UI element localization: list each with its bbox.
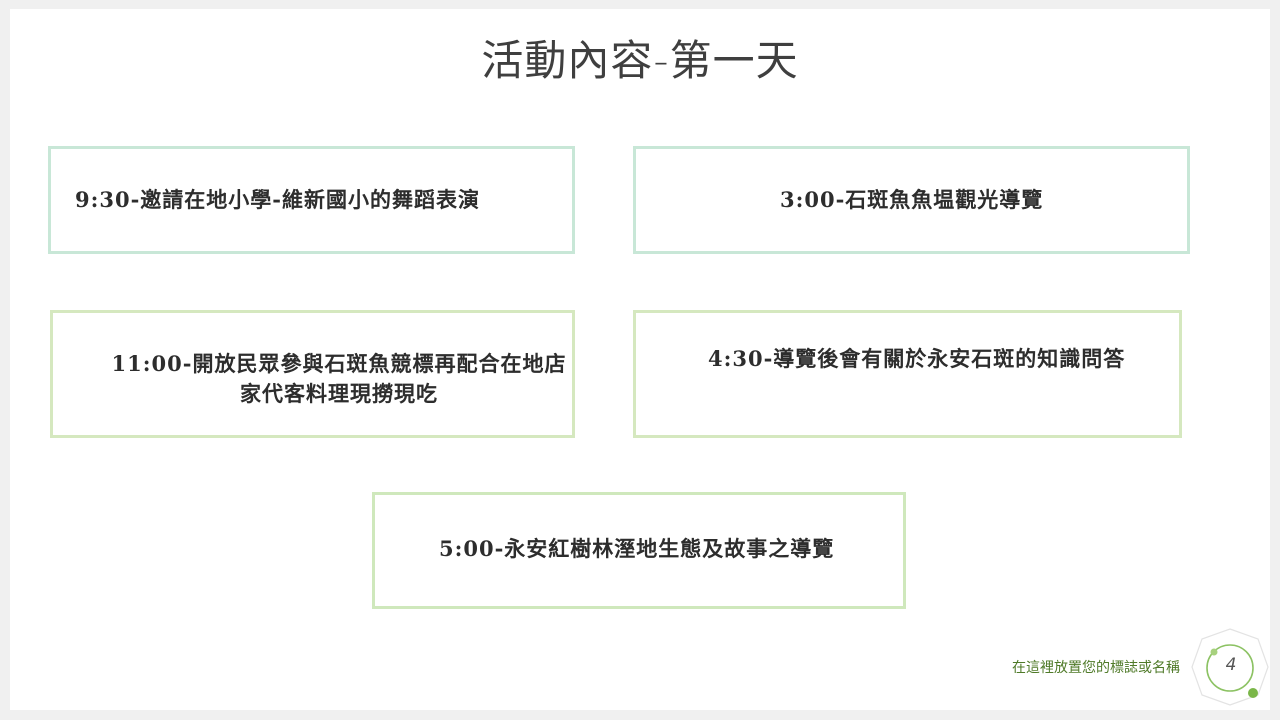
page-number-badge-icon xyxy=(1191,628,1269,706)
schedule-box-0300: 3:00-石斑魚魚塭觀光導覽 xyxy=(633,146,1190,254)
schedule-box-0430: 4:30-導覽後會有關於永安石斑的知識問答 xyxy=(633,310,1182,438)
schedule-item-text: 5:00-永安紅樹林溼地生態及故事之導覽 xyxy=(439,536,835,561)
schedule-item-text: 11:00-開放民眾參與石斑魚競標再配合在地店家代客料理現撈現吃 xyxy=(111,351,567,406)
slide-title: 活動內容-第一天 xyxy=(481,36,799,85)
page-number: 4 xyxy=(1225,655,1237,675)
schedule-box-0930: 9:30-邀請在地小學-維新國小的舞蹈表演 xyxy=(48,146,575,254)
schedule-item-text: 9:30-邀請在地小學-維新國小的舞蹈表演 xyxy=(75,187,481,212)
schedule-box-1100: 11:00-開放民眾參與石斑魚競標再配合在地店家代客料理現撈現吃 xyxy=(50,310,575,438)
schedule-box-0500: 5:00-永安紅樹林溼地生態及故事之導覽 xyxy=(372,492,906,609)
footer-logo-placeholder: 在這裡放置您的標誌或名稱 xyxy=(1012,660,1180,676)
schedule-item-text: 4:30-導覽後會有關於永安石斑的知識問答 xyxy=(708,346,1126,371)
schedule-item-text: 3:00-石斑魚魚塭觀光導覽 xyxy=(780,187,1044,212)
